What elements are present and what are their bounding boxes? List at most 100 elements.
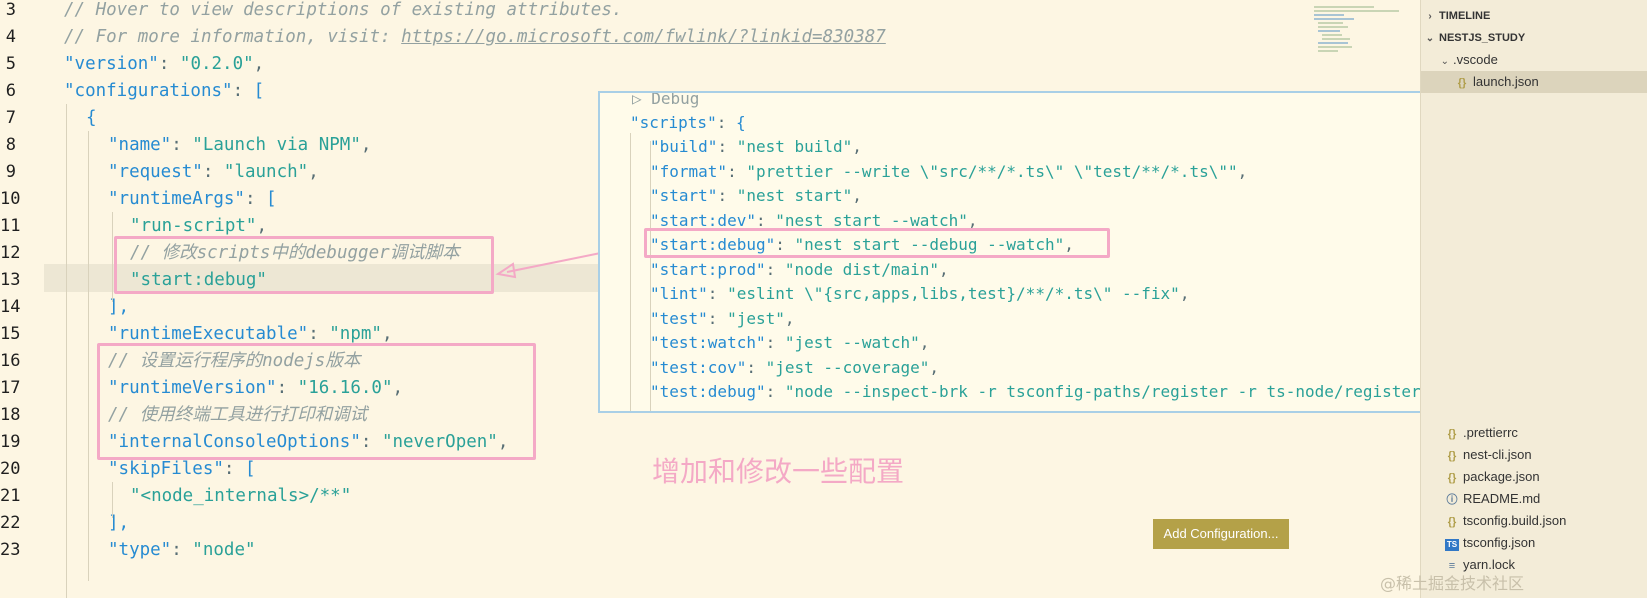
file-name: tsconfig.json (1463, 535, 1536, 550)
file-item[interactable]: TS tsconfig.json (1421, 532, 1647, 554)
timeline-section-header[interactable]: ›TIMELINE (1421, 5, 1647, 27)
json-file-icon: {} (1447, 428, 1457, 440)
code-line[interactable]: "runtimeArgs": [ (108, 186, 277, 213)
json-bracket: ], (108, 297, 130, 317)
code-line[interactable]: // 设置运行程序的nodejs版本 (108, 348, 360, 375)
json-string: "nest start --debug --watch" (794, 235, 1065, 254)
json-colon: : (755, 210, 776, 230)
file-item[interactable]: {}tsconfig.build.json (1421, 510, 1647, 532)
json-bracket: [ (244, 459, 256, 479)
json-comma: , (360, 135, 372, 155)
explorer-sidebar[interactable]: ›TIMELINE ⌄NESTJS_STUDY ⌄.vscode {}launc… (1420, 0, 1647, 598)
indent-guide (650, 141, 651, 411)
json-key: "runtimeExecutable" (108, 324, 309, 344)
json-string: "run-script" (130, 216, 257, 236)
json-string: "jest --coverage" (765, 357, 930, 377)
code-line[interactable]: { (86, 105, 97, 132)
project-section-header[interactable]: ⌄NESTJS_STUDY (1421, 27, 1647, 49)
code-line[interactable]: "run-script", (130, 213, 267, 240)
code-line[interactable]: "configurations": [ (64, 78, 264, 105)
code-line[interactable]: ], (108, 510, 129, 537)
json-key: "scripts" (630, 113, 717, 132)
json-colon: : (171, 540, 193, 560)
file-name: launch.json (1473, 74, 1539, 89)
json-key: "name" (108, 135, 172, 155)
json-string: "0.2.0" (179, 54, 254, 74)
json-colon: : (276, 378, 298, 398)
indent-guide (112, 212, 113, 302)
annotation-text: 增加和修改一些配置 (652, 455, 905, 488)
json-string: "<node_internals>/**" (130, 486, 352, 506)
code-comment: // 设置运行程序的nodejs版本 (108, 351, 361, 371)
file-item[interactable]: ≡yarn.lock (1421, 554, 1647, 576)
code-line[interactable]: "request": "launch", (108, 159, 319, 186)
file-item[interactable]: {}package.json (1421, 466, 1647, 488)
typescript-file-icon: TS (1445, 539, 1459, 551)
add-configuration-button[interactable]: Add Configuration... (1153, 519, 1289, 549)
json-comma: , (967, 210, 978, 230)
code-line[interactable]: // For more information, visit: https://… (64, 24, 886, 51)
line-number: 16 (0, 351, 21, 371)
json-string: "16.16.0" (297, 378, 393, 398)
json-comma: , (1064, 235, 1074, 254)
line-number: 4 (5, 27, 16, 47)
code-line[interactable]: "skipFiles": [ (108, 456, 256, 483)
file-item[interactable]: {}launch.json (1421, 71, 1647, 93)
code-line[interactable]: ], (108, 294, 129, 321)
indent-guide (88, 131, 89, 581)
folder-vscode[interactable]: ⌄.vscode (1421, 49, 1647, 71)
json-key: "skipFiles" (108, 459, 224, 479)
json-key: "test:cov" (650, 357, 747, 377)
script-line: "start:prod": "node dist/main", (650, 258, 949, 283)
json-comma: , (253, 54, 265, 74)
line-number: 19 (0, 432, 21, 452)
code-line[interactable]: "start:debug" (130, 267, 267, 294)
line-number: 5 (5, 54, 16, 74)
json-comma: , (852, 186, 862, 205)
json-string: "node" (192, 540, 256, 560)
json-string: "eslint \"{src,apps,libs,test}/**/*.ts\"… (727, 284, 1180, 303)
file-item[interactable]: {} .prettierrc (1421, 422, 1647, 444)
line-number: 12 (0, 243, 21, 263)
code-line[interactable]: "<node_internals>/**" (130, 483, 351, 510)
script-line: "build": "nest build", (650, 135, 862, 160)
code-line[interactable]: // Hover to view descriptions of existin… (64, 0, 622, 24)
json-colon: : (765, 259, 785, 279)
debug-codelens[interactable]: ▷ Debug (632, 91, 699, 112)
json-key: "request" (108, 162, 203, 182)
json-colon: : (727, 161, 747, 181)
line-number: 3 (5, 0, 16, 20)
code-line[interactable]: "version": "0.2.0", (64, 51, 264, 78)
watermark: @稀土掘金技术社区 (1380, 574, 1525, 593)
json-bracket: [ (253, 81, 265, 101)
json-key: "internalConsoleOptions" (108, 432, 361, 452)
code-line[interactable]: "runtimeExecutable": "npm", (108, 321, 393, 348)
annotation-box-runtime-options (97, 343, 536, 460)
file-item[interactable]: {}nest-cli.json (1421, 444, 1647, 466)
json-key: "test" (650, 308, 708, 328)
line-number: 6 (5, 81, 16, 101)
chevron-right-icon: › (1428, 11, 1432, 22)
code-line[interactable]: "internalConsoleOptions": "neverOpen", (108, 429, 508, 456)
json-comma: , (852, 137, 862, 156)
file-name: .prettierrc (1463, 425, 1518, 440)
json-colon: : (360, 432, 382, 452)
code-line[interactable]: "runtimeVersion": "16.16.0", (108, 375, 403, 402)
json-string: "prettier --write \"src/**/*.ts\" \"test… (746, 161, 1238, 181)
file-name: README.md (1463, 491, 1541, 506)
json-key: "test:debug" (650, 382, 766, 401)
chevron-down-icon: ⌄ (1425, 33, 1435, 44)
code-line[interactable]: "type": "node" (108, 537, 256, 564)
json-comma: , (256, 216, 267, 236)
code-line[interactable]: // 使用终端工具进行打印和调试 (108, 402, 367, 429)
play-icon: ▷ (632, 91, 652, 108)
annotation-box-runtime-args (114, 236, 494, 294)
code-line[interactable]: // 修改scripts中的debugger调试脚本 (130, 240, 460, 267)
json-key: "format" (650, 161, 728, 181)
script-line: "start": "nest start", (650, 184, 862, 209)
json-bracket: ], (108, 513, 130, 533)
code-line[interactable]: "name": "Launch via NPM", (108, 132, 371, 159)
minimap[interactable] (1306, 0, 1416, 70)
json-key: "runtimeArgs" (108, 189, 245, 209)
